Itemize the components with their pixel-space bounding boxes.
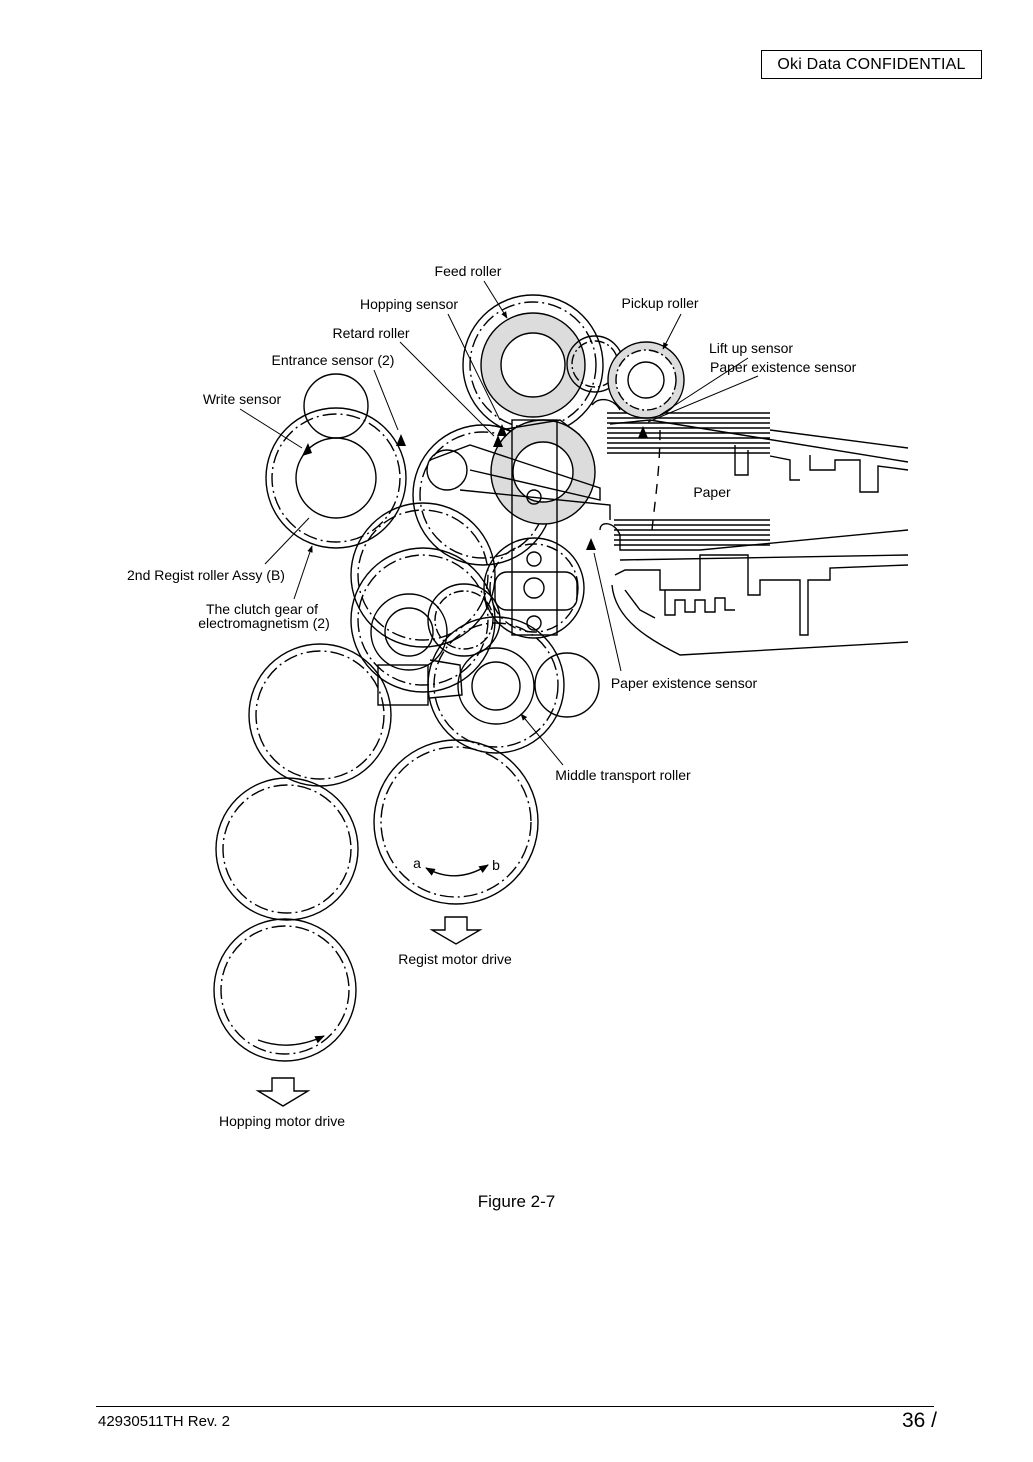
lower-paper-stack <box>614 519 770 546</box>
middle-transport-roller <box>457 647 535 725</box>
leader-lines <box>239 280 759 766</box>
regist-motor-drive-arrow <box>429 916 483 945</box>
middle-transport-roller-group <box>427 616 600 754</box>
sensor-markers <box>302 424 648 550</box>
retard-roller-group <box>412 419 611 639</box>
confidential-badge: Oki Data CONFIDENTIAL <box>761 50 982 79</box>
label-regist-roller-assy: 2nd Regist roller Assy (B) <box>127 567 285 583</box>
hopping-drive-gear <box>213 918 357 1062</box>
label-feed-roller: Feed roller <box>435 263 502 279</box>
regist-drive-gear <box>373 739 539 905</box>
paper-existence-sensor-bottom-marker <box>586 538 596 550</box>
label-hopping-sensor: Hopping sensor <box>360 296 458 312</box>
label-hopping-motor-drive: Hopping motor drive <box>219 1113 345 1129</box>
feed-roller-group <box>462 294 624 436</box>
clutch-gear-group <box>350 502 501 706</box>
label-clutch-gear-line2: electromagnetism (2) <box>198 615 330 631</box>
hopping-sensor-marker <box>497 424 507 436</box>
pickup-roller-group <box>591 341 685 419</box>
label-pickup-roller: Pickup roller <box>621 295 698 311</box>
label-middle-transport-roller: Middle transport roller <box>555 767 691 783</box>
page-number: 36 / <box>901 1409 937 1432</box>
label-rotation-a: a <box>413 855 421 871</box>
entrance-sensor-marker <box>396 434 406 446</box>
diagram-labels: Feed roller Hopping sensor Pickup roller… <box>127 263 857 1129</box>
regist-roller-assy <box>265 407 407 549</box>
label-paper-existence-sensor-bottom: Paper existence sensor <box>611 675 758 691</box>
label-entrance-sensor: Entrance sensor (2) <box>272 352 395 368</box>
label-paper-existence-sensor-top: Paper existence sensor <box>710 359 857 375</box>
regist-roller-group <box>265 373 407 549</box>
write-sensor-marker <box>302 443 312 456</box>
label-write-sensor: Write sensor <box>203 391 282 407</box>
hopping-motor-drive-arrow <box>255 1077 311 1107</box>
document-id: 42930511TH Rev. 2 <box>98 1413 231 1430</box>
label-clutch-gear-line1: The clutch gear of <box>206 601 318 617</box>
paper-existence-sensor-top-marker <box>638 426 648 438</box>
label-rotation-b: b <box>492 857 500 873</box>
label-regist-motor-drive: Regist motor drive <box>398 951 512 967</box>
label-lift-up-sensor: Lift up sensor <box>709 340 793 356</box>
retard-sensor-marker <box>493 435 503 447</box>
footer-rule <box>96 1406 934 1407</box>
label-retard-roller: Retard roller <box>332 325 409 341</box>
figure-caption: Figure 2-7 <box>477 1192 556 1211</box>
upper-paper-stack <box>607 412 770 454</box>
label-paper: Paper <box>693 484 731 500</box>
paper-tray <box>599 412 909 656</box>
lower-drive-gears <box>213 643 539 1062</box>
